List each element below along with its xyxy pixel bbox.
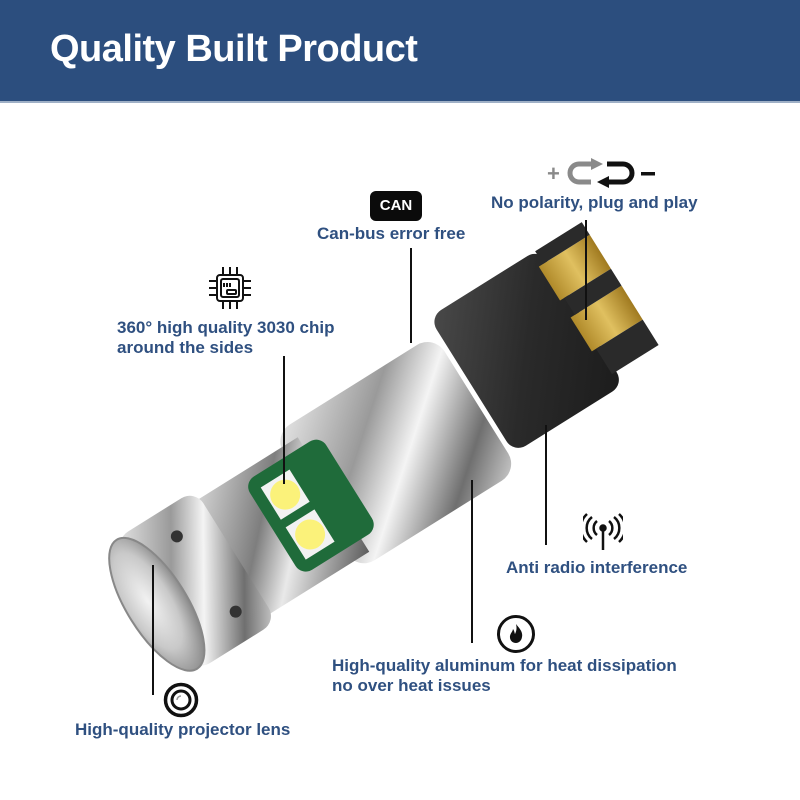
- feature-label-lens: High-quality projector lens: [75, 720, 291, 739]
- page-title: Quality Built Product: [50, 28, 418, 70]
- header-banner: Quality Built Product: [0, 0, 800, 103]
- chip-icon: [205, 263, 255, 313]
- can-badge-icon: CAN: [370, 191, 422, 221]
- feature-label-aluminum-line2: no over heat issues: [332, 676, 491, 695]
- leader-line-no-polarity: [585, 220, 587, 320]
- feature-label-chip-line2: around the sides: [117, 338, 254, 357]
- leader-line-lens: [152, 565, 154, 695]
- flame-icon: [496, 614, 536, 654]
- feature-label-aluminum-line1: High-quality aluminum for heat dissipati…: [332, 656, 677, 675]
- polarity-arrows-icon: +: [545, 156, 660, 192]
- leader-line-canbus: [410, 248, 412, 343]
- feature-label-radio: Anti radio interference: [506, 558, 688, 577]
- feature-label-chip-line1: 360° high quality 3030 chip: [117, 318, 335, 337]
- feature-label-no-polarity: No polarity, plug and play: [491, 193, 698, 212]
- lens-target-icon: [163, 682, 199, 718]
- leader-line-aluminum: [471, 480, 473, 643]
- antenna-signal-icon: [579, 512, 627, 552]
- leader-line-radio: [545, 425, 547, 545]
- svg-text:+: +: [547, 161, 560, 186]
- feature-label-canbus: Can-bus error free: [317, 224, 466, 243]
- leader-line-chip: [283, 356, 285, 484]
